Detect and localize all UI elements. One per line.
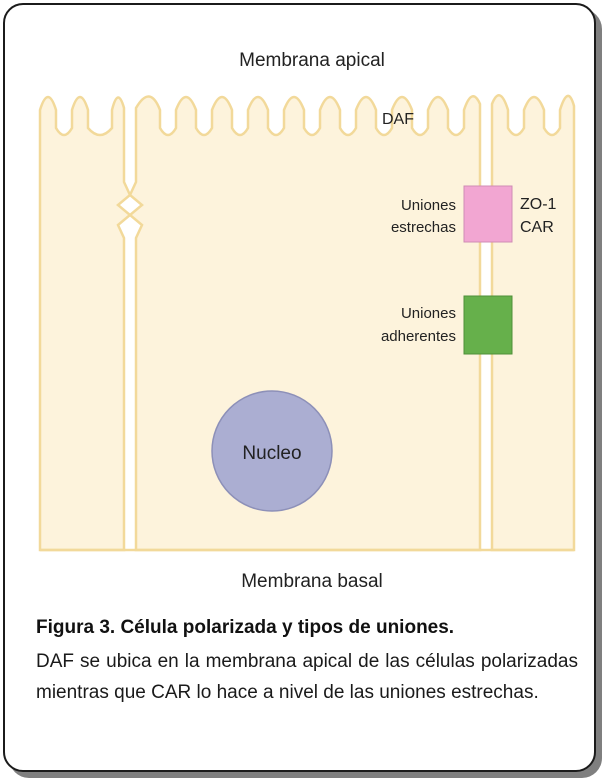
left-cell	[38, 95, 132, 552]
tight-junction-box	[463, 185, 513, 243]
adherens-junction-label-line2: adherentes	[381, 328, 456, 345]
tight-junction-label-line1: Uniones	[401, 197, 456, 214]
apical-membrane-label: Membrana apical	[239, 50, 385, 71]
adherens-junction-label-line1: Uniones	[401, 305, 456, 322]
car-label: CAR	[520, 219, 554, 236]
figure-caption-title: Figura 3. Célula polarizada y tipos de u…	[36, 617, 455, 638]
basal-membrane-label: Membrana basal	[241, 571, 383, 592]
figure-caption-body: DAF se ubica en la membrana apical de la…	[36, 651, 578, 703]
tight-junction-label-line2: estrechas	[391, 219, 456, 236]
zo1-label: ZO-1	[520, 196, 557, 213]
nucleus	[211, 390, 333, 512]
adherens-junction-box	[463, 295, 513, 355]
daf-label: DAF	[382, 111, 414, 128]
nucleus-label: Nucleo	[242, 443, 301, 464]
